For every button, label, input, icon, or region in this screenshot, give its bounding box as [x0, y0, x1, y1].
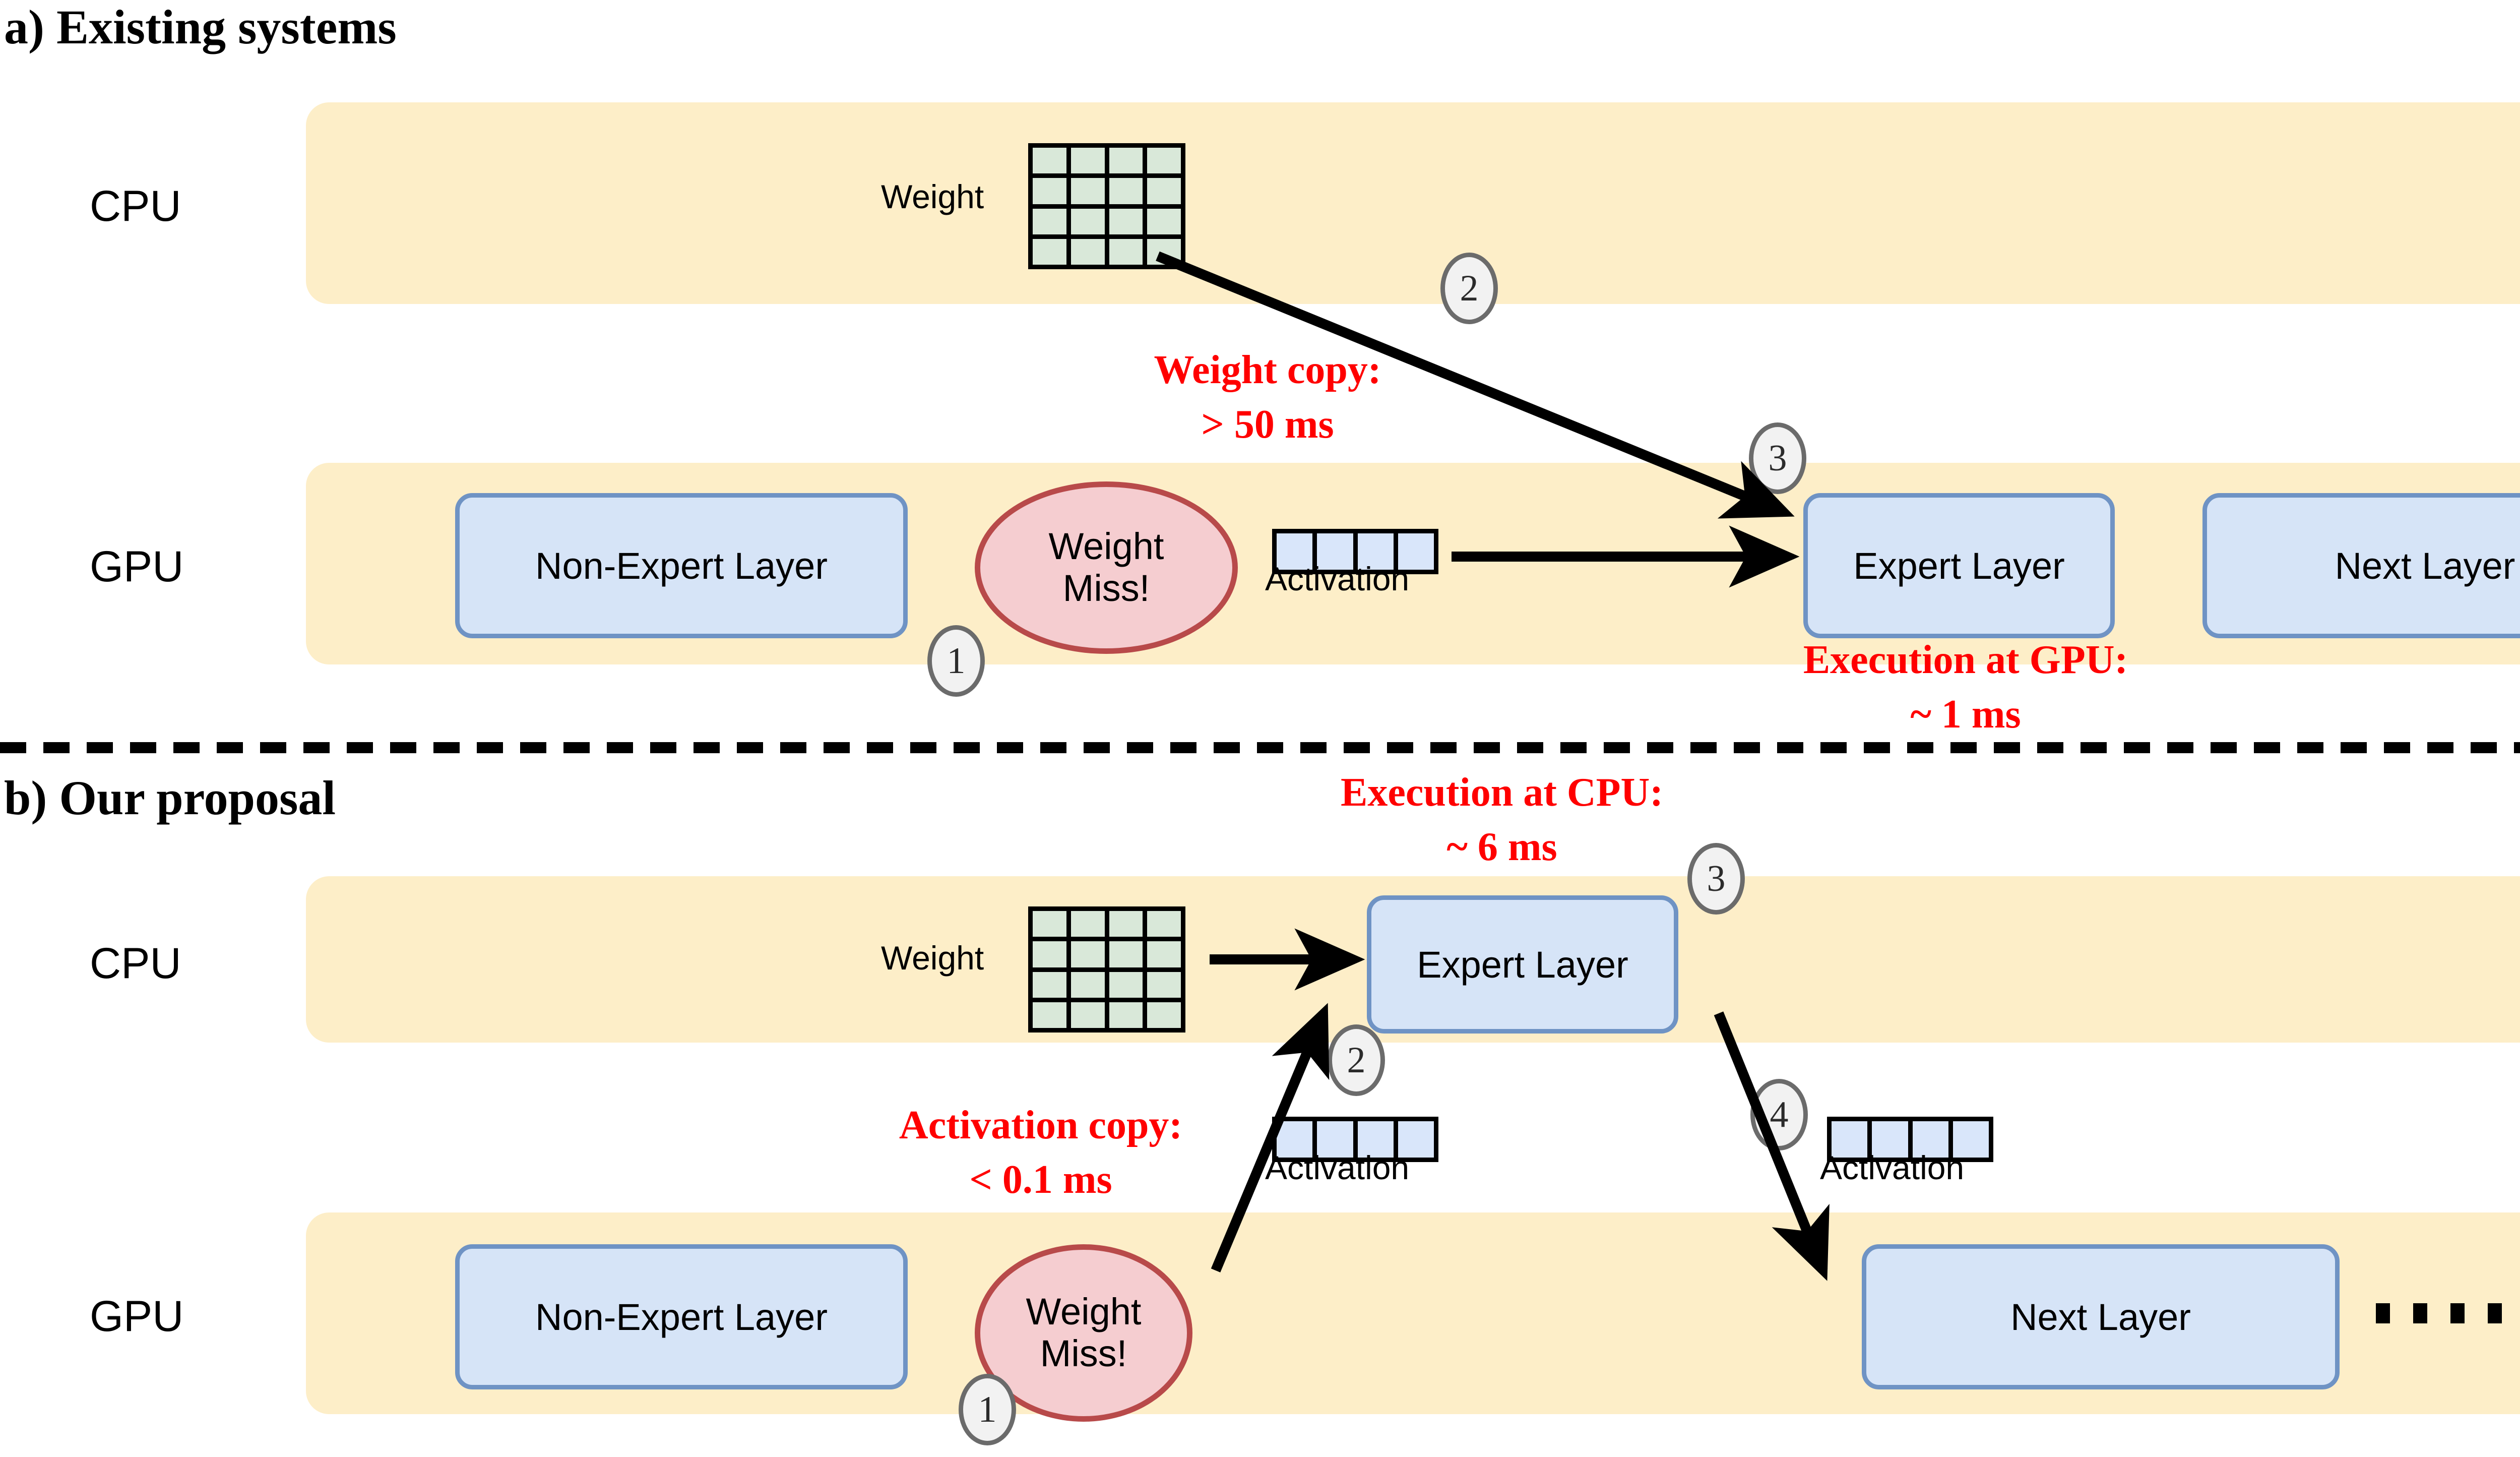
section-b-non-expert-layer-label: Non-Expert Layer — [535, 1296, 828, 1338]
section-b-activation-copy-line1: Activation copy: — [899, 1103, 1183, 1147]
section-b-activation-copy-note: Activation copy: < 0.1 ms — [839, 1098, 1242, 1207]
section-b-weight-miss-line2: Miss! — [1040, 1332, 1127, 1374]
section-a-step-1-badge: 1 — [927, 625, 985, 697]
section-b-cpu-lane-label: CPU — [90, 939, 181, 988]
section-a-step-1-text: 1 — [947, 640, 966, 682]
section-b-ellipsis — [2376, 1303, 2502, 1323]
section-b-activation-label-1: Activation — [1265, 1149, 1410, 1186]
section-a-non-expert-layer-label: Non-Expert Layer — [535, 544, 828, 587]
section-b-step-3-text: 3 — [1707, 858, 1726, 899]
section-a-weight-copy-line2: > 50 ms — [1201, 402, 1334, 447]
section-b-expert-layer-box[interactable]: Expert Layer — [1367, 895, 1678, 1034]
section-b-activation-copy-line2: < 0.1 ms — [969, 1158, 1112, 1202]
section-a-weight-copy-line1: Weight copy: — [1154, 348, 1381, 392]
section-b-exec-cpu-note: Execution at CPU: ~ 6 ms — [1280, 765, 1724, 874]
section-b-expert-layer-label: Expert Layer — [1417, 943, 1628, 986]
section-b-step-4-badge: 4 — [1750, 1079, 1808, 1150]
section-b-weight-matrix-icon — [1028, 906, 1185, 1033]
section-a-weight-miss-line2: Miss! — [1062, 567, 1150, 609]
section-b-activation-label-2: Activation — [1820, 1149, 1965, 1186]
section-b-non-expert-layer-box[interactable]: Non-Expert Layer — [455, 1244, 908, 1389]
section-b-activation-icon-1 — [1272, 1117, 1438, 1162]
section-a-gpu-lane-label: GPU — [90, 542, 184, 591]
section-b-step-3-badge: 3 — [1687, 843, 1745, 915]
section-a-expert-layer-label: Expert Layer — [1853, 544, 2065, 587]
section-b-step-1-badge: 1 — [959, 1374, 1016, 1445]
section-a-cpu-lane-bar — [306, 102, 2520, 304]
section-b-weight-miss-line1: Weight — [1026, 1291, 1142, 1333]
section-b-next-layer-label: Next Layer — [2010, 1296, 2191, 1338]
section-b-exec-cpu-line2: ~ 6 ms — [1446, 825, 1557, 869]
section-b-step-2-text: 2 — [1347, 1039, 1366, 1081]
section-a-activation-label: Activation — [1265, 560, 1410, 597]
arrow-activation-copy-up — [1211, 1003, 1330, 1272]
section-a-exec-gpu-line1: Execution at GPU: — [1803, 638, 2128, 682]
section-b-gpu-lane-label: GPU — [90, 1292, 184, 1341]
section-b-next-layer-box[interactable]: Next Layer — [1862, 1244, 2340, 1389]
section-a-weight-label: Weight — [881, 178, 984, 215]
section-a-next-layer-label: Next Layer — [2335, 544, 2515, 587]
section-a-next-layer-box[interactable]: Next Layer — [2202, 493, 2520, 638]
section-b-exec-cpu-line1: Execution at CPU: — [1341, 770, 1663, 815]
section-a-non-expert-layer-box[interactable]: Non-Expert Layer — [455, 493, 908, 638]
section-a-title: a) Existing systems — [4, 0, 397, 54]
section-a-step-2-text: 2 — [1460, 267, 1479, 309]
section-b-title: b) Our proposal — [4, 771, 336, 825]
section-a-weight-miss-line1: Weight — [1048, 525, 1164, 568]
section-b-activation-icon-2 — [1827, 1117, 1993, 1162]
arrow-activation-copy-down — [1714, 1011, 1830, 1281]
section-a-expert-layer-box[interactable]: Expert Layer — [1803, 493, 2115, 638]
section-a-step-2-badge: 2 — [1440, 253, 1498, 324]
section-b-step-4-text: 4 — [1770, 1094, 1789, 1135]
section-b-step-1-text: 1 — [978, 1388, 997, 1430]
section-a-weight-copy-note: Weight copy: > 50 ms — [1106, 343, 1429, 452]
section-b-step-2-badge: 2 — [1328, 1024, 1385, 1096]
section-a-exec-gpu-note: Execution at GPU: ~ 1 ms — [1744, 633, 2187, 742]
section-a-cpu-lane-label: CPU — [90, 182, 181, 230]
section-a-weight-matrix-icon — [1028, 143, 1185, 269]
section-a-weight-miss-bubble: Weight Miss! — [975, 481, 1238, 654]
arrow-weight-copy — [1156, 251, 1795, 519]
section-a-activation-icon — [1272, 529, 1438, 574]
section-b-weight-label: Weight — [881, 939, 984, 977]
section-a-exec-gpu-line2: ~ 1 ms — [1910, 692, 2021, 737]
